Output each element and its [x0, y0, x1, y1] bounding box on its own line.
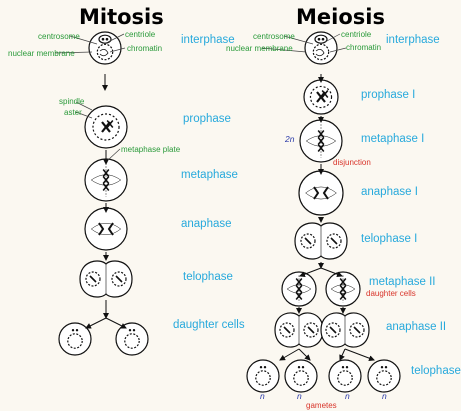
metaphase-2-cell	[282, 272, 316, 306]
ploidy-2n-label: 2n	[285, 135, 294, 144]
flow-arrow	[86, 318, 106, 328]
meiosis-chromatin-label: chromatin	[346, 44, 381, 52]
flow-arrow	[299, 349, 310, 360]
meiosis-centrosome-label: centrosome	[253, 33, 295, 41]
meiosis-title: Meiosis	[296, 7, 385, 28]
aster-label: aster	[64, 109, 82, 117]
daughter-cells-annotation: daughter cells	[366, 290, 416, 298]
mitosis-centrosome-label: centrosome	[38, 33, 80, 41]
anaphase-2-cell	[321, 313, 369, 347]
ploidy-n-label: n	[382, 392, 387, 401]
mitosis-prophase-label: prophase	[183, 114, 231, 126]
anaphase-2-cell	[275, 313, 323, 347]
metaphase-plate-label: metaphase plate	[121, 146, 180, 154]
mitosis-metaphase-label: metaphase	[181, 170, 238, 182]
gametes-label: gametes	[306, 402, 337, 410]
meiosis-telophase-label: telophase	[411, 366, 461, 378]
gamete-cell	[368, 360, 400, 392]
metaphase-1-label: metaphase I	[361, 134, 424, 146]
disjunction-label: disjunction	[333, 159, 371, 167]
gamete-cell	[247, 360, 279, 392]
mitosis-telophase-cell	[80, 261, 132, 297]
mitosis-centriole-label: centriole	[125, 31, 155, 39]
meiosis-centriole-label: centriole	[341, 31, 371, 39]
mitosis-nuclear-membrane-label: nuclear membrane	[8, 50, 75, 58]
telophase-1-cell	[295, 223, 347, 259]
ploidy-n-label: n	[297, 392, 302, 401]
gamete-cell	[329, 360, 361, 392]
mitosis-title: Mitosis	[79, 7, 164, 28]
telophase-1-label: telophase I	[361, 234, 417, 246]
ploidy-n-label: n	[345, 392, 350, 401]
mitosis-interphase-cell	[89, 32, 121, 64]
meiosis-interphase-label: interphase	[386, 35, 440, 47]
flow-arrow	[340, 349, 345, 360]
spindle-label: spindle	[59, 98, 84, 106]
anaphase-2-label: anaphase II	[386, 322, 446, 334]
flow-arrow	[280, 349, 299, 360]
leader-line	[108, 149, 120, 160]
mitosis-anaphase-cell	[85, 208, 127, 250]
mitosis-daughter-cells-label: daughter cells	[173, 320, 245, 332]
prophase-1-label: prophase I	[361, 90, 415, 102]
meiosis-interphase-cell	[305, 32, 337, 64]
gamete-cell	[285, 360, 317, 392]
metaphase-2-label: metaphase II	[369, 277, 435, 289]
mitosis-prophase-cell	[85, 106, 127, 148]
daughter-cell	[116, 323, 148, 355]
mitosis-anaphase-label: anaphase	[181, 219, 232, 231]
meiosis-nuclear-membrane-label: nuclear membrane	[226, 45, 293, 53]
ploidy-n-label: n	[260, 392, 265, 401]
flow-arrow	[345, 349, 374, 360]
anaphase-1-label: anaphase I	[361, 187, 418, 199]
anaphase-1-cell	[299, 171, 343, 215]
metaphase-1-cell	[300, 120, 342, 162]
mitosis-metaphase-cell	[85, 159, 127, 201]
metaphase-2-cell	[326, 272, 360, 306]
mitosis-chromatin-label: chromatin	[127, 45, 162, 53]
prophase-1-cell	[304, 80, 338, 114]
flow-arrow	[106, 318, 126, 328]
mitosis-telophase-label: telophase	[183, 272, 233, 284]
